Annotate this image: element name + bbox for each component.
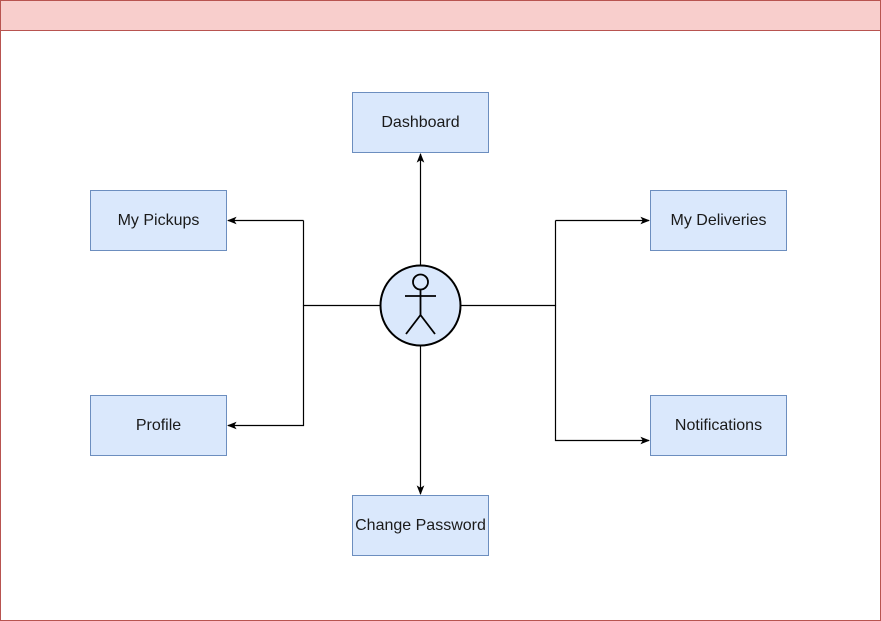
node-notifications[interactable]: Notifications bbox=[650, 395, 787, 456]
person-icon bbox=[379, 264, 462, 347]
edge-actor-left-trunk bbox=[302, 220, 380, 307]
node-my-deliveries[interactable]: My Deliveries bbox=[650, 190, 787, 251]
node-notifications-label: Notifications bbox=[674, 416, 763, 434]
node-profile-label: Profile bbox=[135, 416, 182, 434]
node-dashboard[interactable]: Dashboard bbox=[352, 92, 489, 153]
edge-actor-right-trunk bbox=[461, 220, 557, 307]
container-header bbox=[1, 1, 880, 31]
node-my-pickups-label: My Pickups bbox=[117, 211, 200, 229]
edge-actor-notifications bbox=[554, 305, 650, 445]
node-profile[interactable]: Profile bbox=[90, 395, 227, 456]
node-my-deliveries-label: My Deliveries bbox=[670, 211, 767, 229]
node-change-password[interactable]: Change Password bbox=[352, 495, 489, 556]
node-my-pickups[interactable]: My Pickups bbox=[90, 190, 227, 251]
edge-actor-profile bbox=[227, 305, 305, 430]
node-dashboard-label: Dashboard bbox=[381, 113, 460, 131]
node-change-password-label: Change Password bbox=[355, 516, 486, 534]
